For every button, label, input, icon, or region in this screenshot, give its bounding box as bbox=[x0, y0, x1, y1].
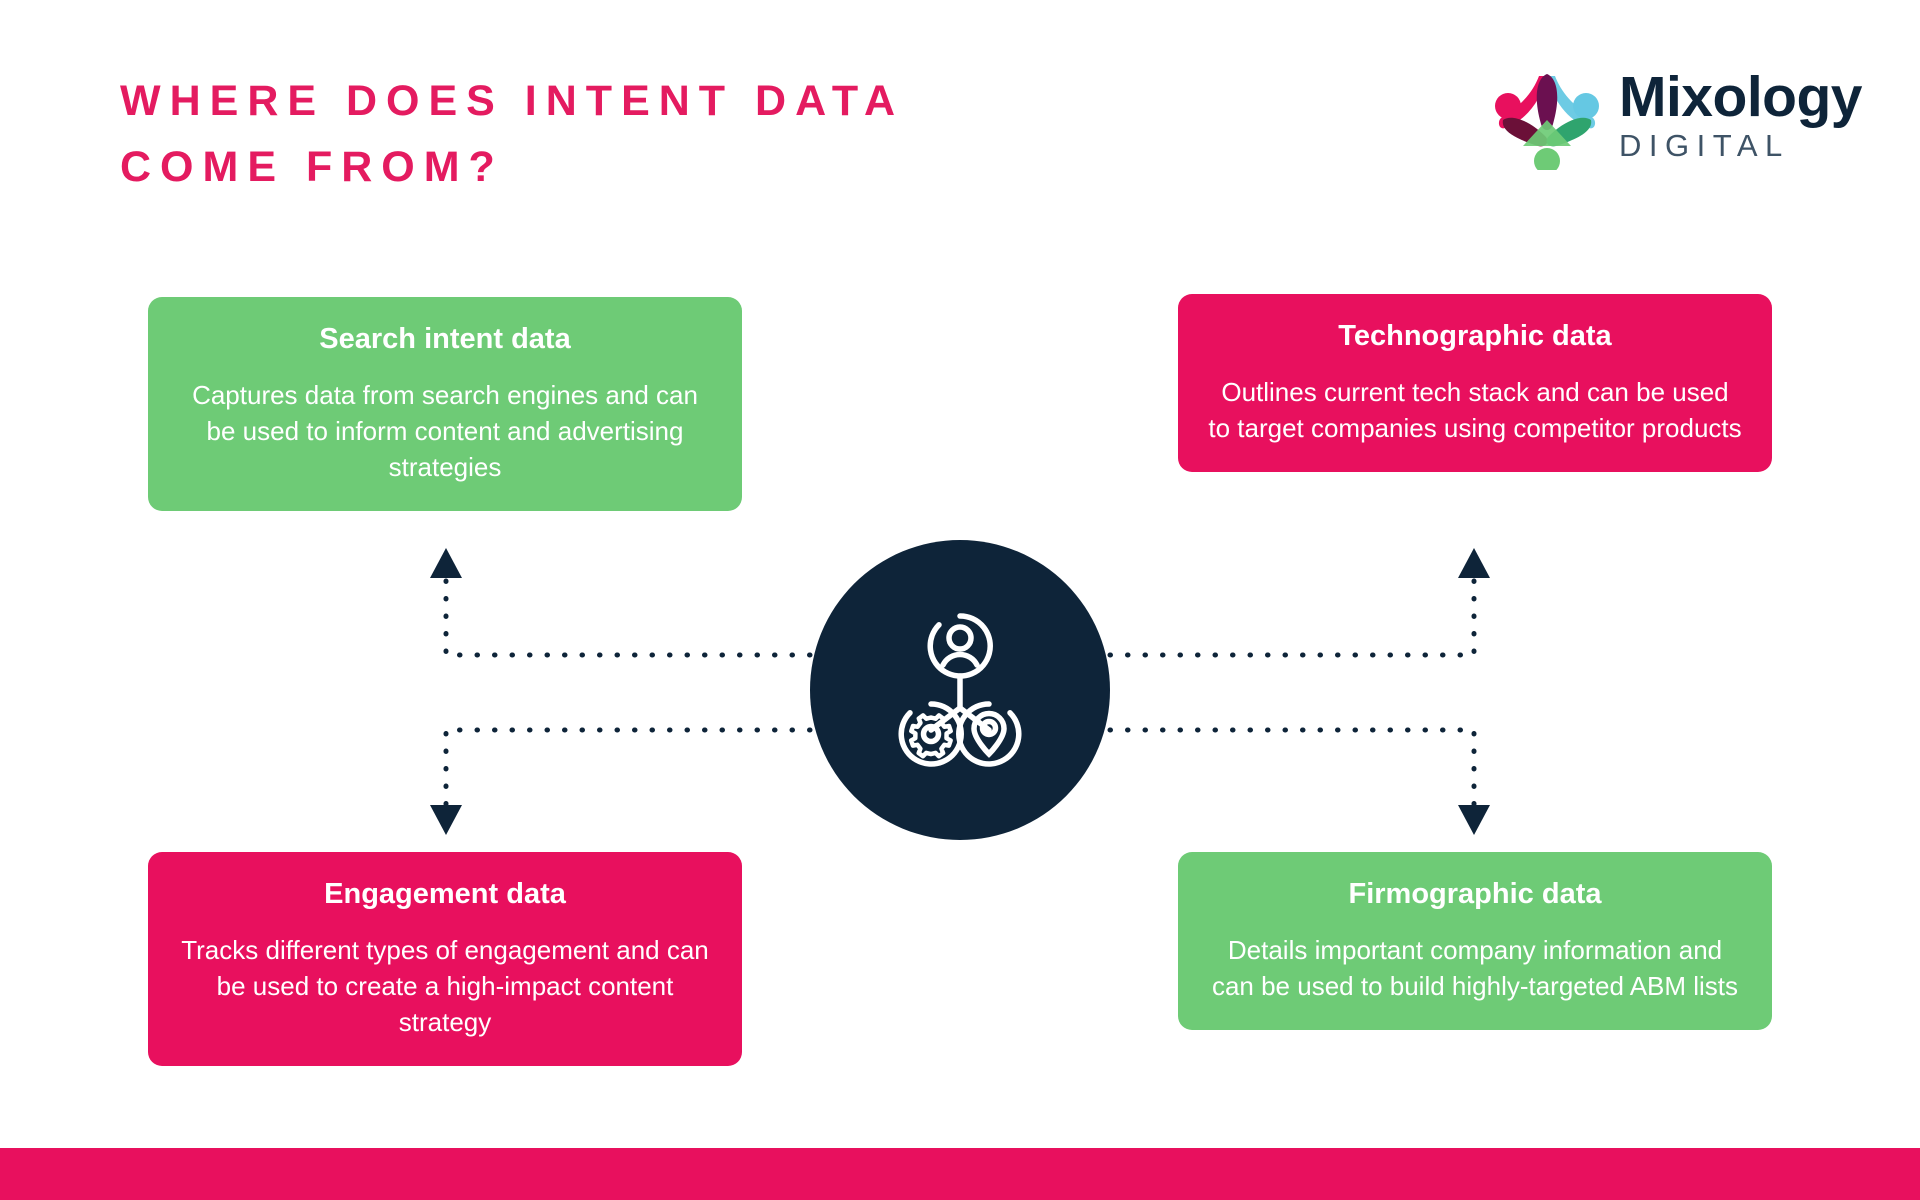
logo-wordmark: Mixology DIGITAL bbox=[1618, 65, 1863, 164]
brand-logo: Mixology DIGITAL bbox=[1494, 62, 1863, 170]
connector-up-left bbox=[443, 575, 813, 658]
mixology-logo-mark-icon bbox=[1494, 74, 1599, 170]
arrowhead-up-left bbox=[430, 548, 462, 578]
network-nodes-icon bbox=[898, 613, 1022, 767]
connector-down-right bbox=[1107, 727, 1477, 808]
card-title: Engagement data bbox=[324, 878, 566, 910]
card-technographic-data[interactable]: Technographic data Outlines current tech… bbox=[1178, 294, 1772, 472]
card-body: Captures data from search engines and ca… bbox=[192, 380, 698, 482]
logo-name: Mixology bbox=[1618, 65, 1863, 129]
card-title: Technographic data bbox=[1338, 320, 1612, 352]
page-title-line-1: WHERE DOES INTENT DATA bbox=[120, 77, 905, 125]
footer-accent-bar bbox=[0, 1148, 1920, 1200]
card-search-intent-data[interactable]: Search intent data Captures data from se… bbox=[148, 297, 742, 511]
logo-subtitle: DIGITAL bbox=[1618, 128, 1790, 163]
page-title-line-2: COME FROM? bbox=[120, 143, 504, 191]
card-title: Search intent data bbox=[319, 323, 571, 355]
card-body: Tracks different types of engagement and… bbox=[181, 935, 709, 1037]
card-body: Outlines current tech stack and can be u… bbox=[1208, 377, 1742, 443]
card-engagement-data[interactable]: Engagement data Tracks different types o… bbox=[148, 852, 742, 1066]
center-hub bbox=[810, 540, 1110, 840]
card-body: Details important company information an… bbox=[1211, 935, 1739, 1001]
arrowhead-down-right bbox=[1458, 805, 1490, 835]
arrowhead-down-left bbox=[430, 805, 462, 835]
connector-down-left bbox=[443, 727, 813, 808]
connector-up-right bbox=[1107, 575, 1477, 658]
page-title: WHERE DOES INTENT DATA COME FROM? bbox=[120, 68, 1120, 200]
arrowhead-up-right bbox=[1458, 548, 1490, 578]
card-firmographic-data[interactable]: Firmographic data Details important comp… bbox=[1178, 852, 1772, 1030]
card-title: Firmographic data bbox=[1348, 878, 1602, 910]
